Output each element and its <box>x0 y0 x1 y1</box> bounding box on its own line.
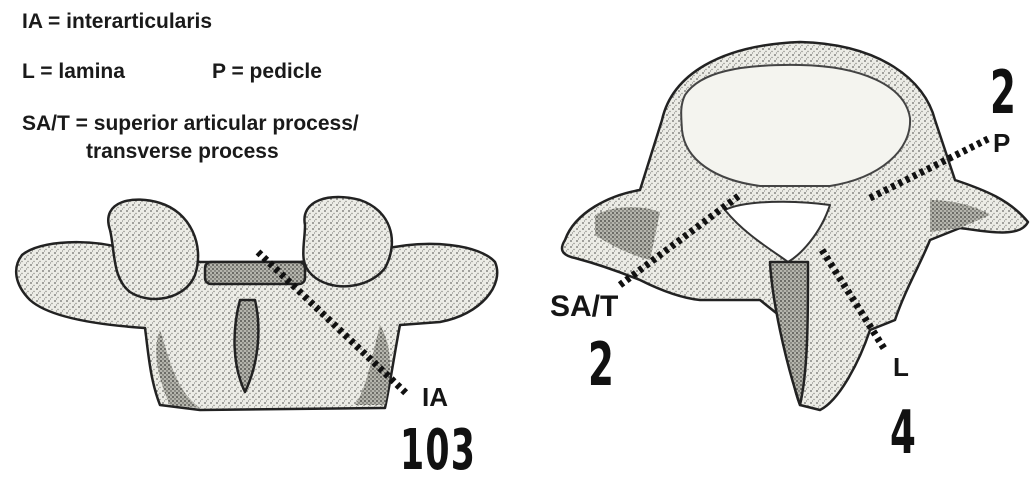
label-sat: SA/T <box>550 290 618 324</box>
number-left: 2 <box>588 330 615 400</box>
label-l: L <box>893 352 909 383</box>
right-vertebra <box>562 42 1028 410</box>
figure-number-103: 103 <box>400 418 476 483</box>
left-vertebra <box>16 197 497 410</box>
label-p: P <box>993 128 1010 159</box>
label-ia: IA <box>422 382 448 413</box>
number-top-right: 2 <box>990 58 1017 128</box>
number-bottom: 4 <box>890 398 917 468</box>
